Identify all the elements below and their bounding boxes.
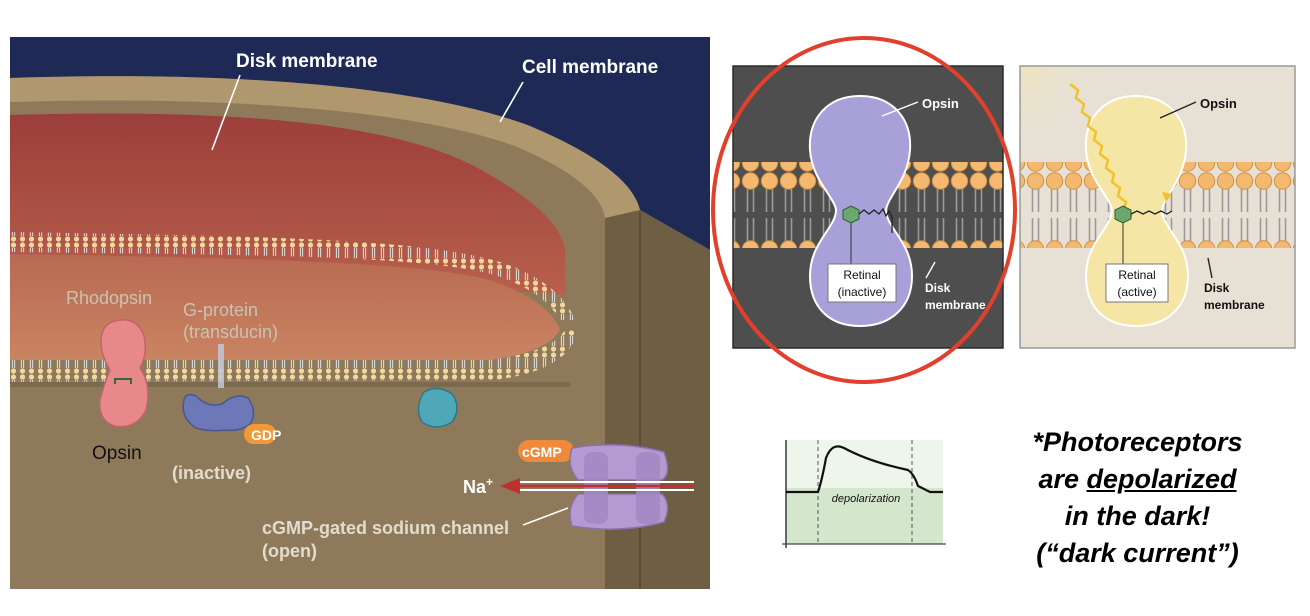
- depolarization-trace: [782, 440, 946, 548]
- note-line-2: are depolarized: [995, 461, 1280, 498]
- rhodopsin-molecule: [99, 319, 149, 428]
- inactive-retinal-panel: [733, 66, 1003, 348]
- rod-disk-panel: [10, 37, 710, 589]
- disk-lumen: [10, 254, 560, 360]
- light-photon-wave: [1069, 83, 1133, 217]
- note-line-3: in the dark!: [1064, 501, 1211, 531]
- note-emphasis: depolarized: [1086, 464, 1237, 494]
- note-line-4: (“dark current”): [1036, 538, 1239, 568]
- note-line-1: *Photoreceptors: [1032, 427, 1243, 457]
- phosphodiesterase-molecule: [417, 387, 458, 428]
- dark-current-note: *Photoreceptors are depolarized in the d…: [995, 424, 1280, 572]
- g-protein-molecule: [182, 344, 276, 444]
- light-glow: [1020, 66, 1128, 172]
- note-line-2-prefix: are: [1038, 464, 1087, 494]
- cgmp-gated-channel: [500, 440, 694, 530]
- disk-membrane-lower: [10, 330, 578, 382]
- active-retinal-panel: [1020, 66, 1295, 348]
- cell-side-face: [605, 210, 710, 589]
- highlight-circle: [711, 36, 1017, 384]
- disk-membrane-upper: [10, 232, 575, 320]
